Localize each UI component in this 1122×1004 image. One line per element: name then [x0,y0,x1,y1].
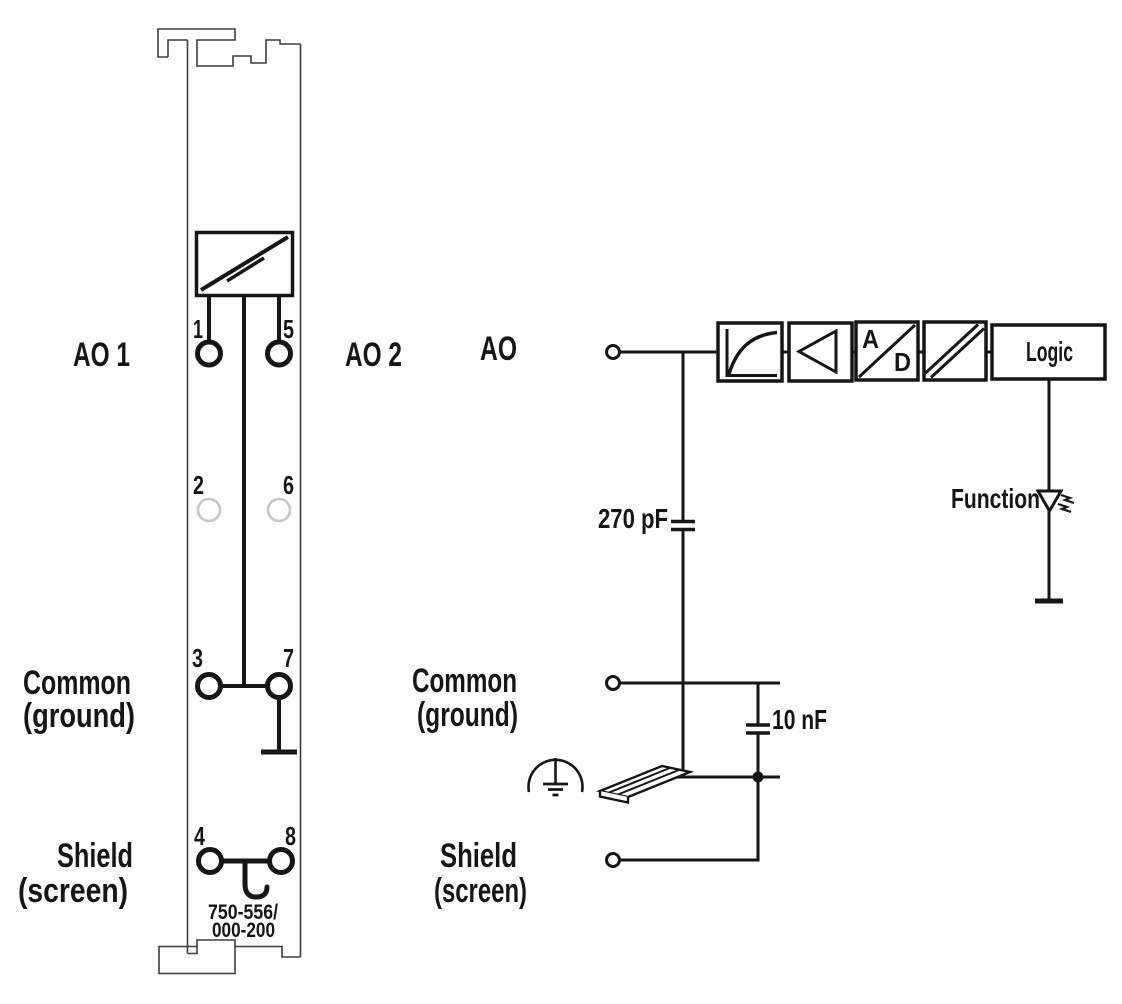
label-ao: AO [480,330,517,368]
label-common-right-1: Common [412,662,517,700]
label-shield-right-1: Shield [440,837,517,875]
common-terminal-circle [605,675,621,691]
function-led-label: Function [951,483,1040,514]
adc-diagonal [857,323,917,379]
isolation-diagonal-1 [924,323,980,375]
io-module-outline [157,28,302,975]
terminal-2 [196,497,222,523]
adc-letter-a: A [862,324,879,354]
amplifier-triangle-icon [795,328,838,375]
shield-hook-icon [242,858,270,900]
label-common-left-2: (ground) [23,697,135,735]
terminal-row-1-5: 1 5 [193,314,294,368]
label-ao1: AO 1 [73,336,130,374]
filter-curve-icon [727,330,778,375]
module-top-clip-hook [167,39,188,57]
part-number-line1: 750-556/ [208,901,278,924]
terminal-4 [196,847,224,875]
terminal-8 [267,847,295,875]
isolation-diagonal-2 [929,327,986,379]
terminal-number-7: 7 [283,643,294,673]
part-number: 750-556/ 000-200 [208,901,278,942]
terminal-row-2-6: 2 6 [193,470,294,523]
terminal-6 [266,497,292,523]
adc-letter-d: D [894,347,911,377]
label-common-left-1: Common [23,664,131,702]
dac-diagonal-short [226,256,265,283]
isolation-box [922,320,988,382]
label-shield-right-2: (screen) [434,872,527,910]
shield-wire [620,777,760,862]
terminal-7 [265,672,293,700]
module-bottom-clip [187,939,301,958]
common-ground-line [605,675,780,691]
filter-axis-icon [725,329,777,377]
din-rail-end-face [598,791,630,804]
module-dac-isolation-box [194,230,295,686]
module-bottom-foot [158,945,236,975]
terminal-1 [195,339,223,368]
ao-terminal-circle [605,344,621,360]
module-top-clip [157,28,301,67]
terminal-number-5: 5 [283,314,294,344]
earth-bars [543,782,568,797]
label-shield-left-1: Shield [57,837,133,875]
terminal-5 [265,339,293,368]
terminal-number-8: 8 [285,821,296,851]
logic-label: Logic [1026,336,1073,367]
label-common-right-2: (ground) [417,696,518,734]
cap-10nf-branch: 10 nF [746,683,827,777]
terminal-number-2: 2 [193,470,204,500]
din-rail-icon [595,764,695,804]
terminal-number-6: 6 [283,470,294,500]
logic-box-frame [990,323,1107,381]
din-rail-grooves [608,766,681,796]
terminal-number-1: 1 [193,314,203,344]
ao-signal-line [605,344,992,360]
isolation-box-frame [922,320,988,382]
function-led-icon [1035,489,1064,515]
shield-screen-line [605,777,760,868]
adc-box: A D [854,320,920,382]
terminal-row-3-7: 3 7 [192,643,297,755]
terminal-number-3: 3 [192,643,203,673]
terminal-row-4-8: 4 8 [194,821,296,900]
label-shield-left-2: (screen) [18,872,128,910]
terminal-number-4: 4 [194,821,205,851]
cap-270pf-branch: 270 pF [598,352,695,775]
dac-diagonal [199,235,290,292]
cap-10nf-label: 10 nF [772,704,827,735]
filter-box [716,321,784,383]
cap-270pf-label: 270 pF [598,503,668,534]
label-ao2: AO 2 [345,336,402,374]
led-flash-icon-2 [1057,502,1072,514]
amplifier-box [787,321,854,383]
terminal-3 [195,672,223,700]
led-flash-icon-1 [1060,493,1075,505]
part-number-line2: 000-200 [212,919,275,942]
logic-box: Logic [990,323,1107,381]
shield-terminal-circle [605,852,621,868]
function-led-branch: Function [951,379,1075,604]
functional-earth-icon [527,758,584,797]
